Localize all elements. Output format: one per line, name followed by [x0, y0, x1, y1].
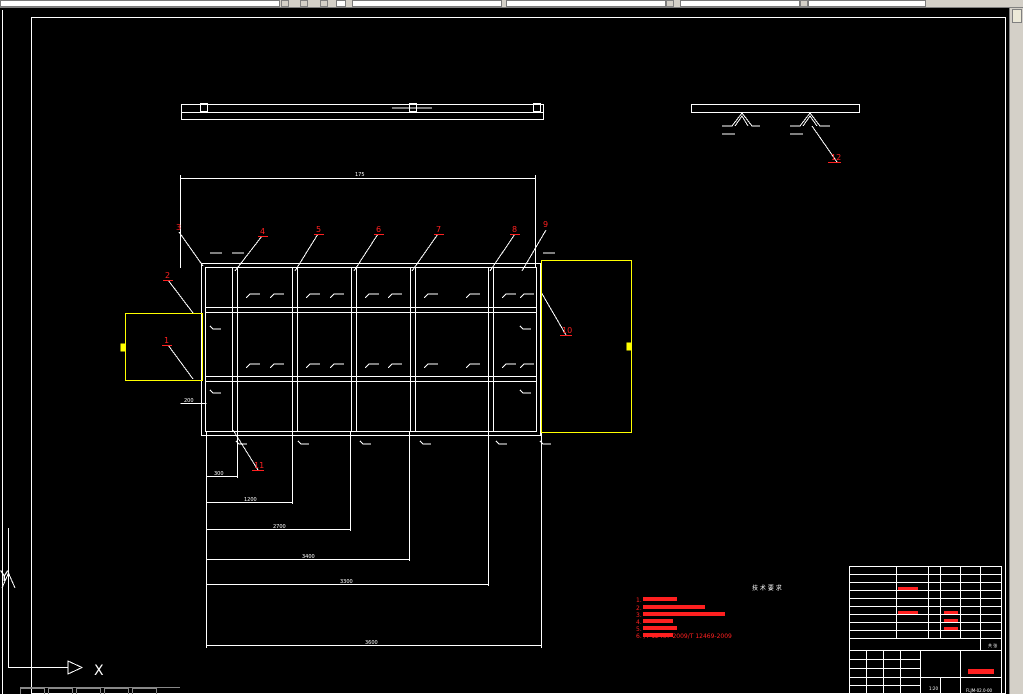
dim-d4: 3400: [302, 554, 315, 560]
note-5: 5.: [636, 626, 642, 633]
note-4: 4.: [636, 619, 642, 626]
ucs-icon: [1, 528, 84, 675]
callout-7: 7: [436, 225, 441, 234]
title-block: [849, 566, 1002, 694]
dim-left-offset: 200: [184, 398, 194, 404]
dim-d5: 3300: [340, 579, 353, 585]
callout-6: 6: [376, 225, 381, 234]
dim-d3: 2700: [273, 524, 286, 530]
callout-12: 12: [831, 153, 841, 162]
note-2: 2.: [636, 605, 642, 612]
note-6: 6. /T 12467-2009/T 12469-2009: [636, 633, 732, 640]
callout-4: 4: [260, 227, 265, 236]
drawing-number: FLJM-02.0-00: [966, 688, 992, 693]
highlight-outlines: [120, 260, 632, 433]
callout-2: 2: [165, 271, 170, 280]
dim-d6: 3600: [365, 640, 378, 646]
note-3: 3.: [636, 612, 642, 619]
layer-dropdown-arrow-icon[interactable]: [281, 0, 289, 7]
vertical-scrollbar[interactable]: [1009, 8, 1023, 694]
linetype-dropdown-arrow-icon[interactable]: [666, 0, 674, 7]
dim-d2: 1200: [244, 497, 257, 503]
layer-dropdown[interactable]: [0, 0, 280, 7]
toolbar-field-1[interactable]: [336, 0, 346, 7]
top-elevation-view: [181, 103, 544, 120]
drawing-border: [31, 17, 1006, 694]
scrollbar-thumb[interactable]: [1012, 9, 1022, 23]
lineweight-dropdown-arrow-icon[interactable]: [800, 0, 808, 7]
toolbar-button-2[interactable]: [320, 0, 328, 7]
lineweight-dropdown[interactable]: [680, 0, 800, 7]
main-plan-view: [201, 252, 555, 445]
callout-1: 1: [164, 336, 169, 345]
drawing-canvas[interactable]: 1 2 3 4 5 6 7 8 9 10 11 12 175: [0, 8, 1009, 694]
callout-5: 5: [316, 225, 321, 234]
ucs-y-label: Y: [0, 569, 9, 585]
callout-9: 9: [543, 220, 548, 229]
callout-10: 10: [562, 326, 572, 335]
leader-lines: [167, 125, 838, 471]
scale-value: 1:20: [929, 686, 938, 691]
sheet-count: 共 张: [988, 642, 997, 648]
callout-8: 8: [512, 225, 517, 234]
note-1: 1.: [636, 597, 642, 604]
ucs-x-label: X: [94, 663, 104, 679]
notes-heading: 技 术 要 求: [752, 584, 782, 592]
toolbar-button-1[interactable]: [300, 0, 308, 7]
top-toolbar: [0, 0, 1023, 8]
plotstyle-dropdown[interactable]: [808, 0, 926, 7]
dim-overall-top: 175: [355, 172, 365, 178]
dimension-top: [180, 175, 536, 268]
bottom-dimensions: [180, 403, 542, 648]
linetype-dropdown[interactable]: [506, 0, 666, 7]
color-dropdown[interactable]: [352, 0, 502, 7]
callout-11: 11: [254, 461, 264, 470]
dim-d1: 300: [214, 471, 224, 477]
side-detail-view: [691, 104, 860, 135]
layout-tabs-strip[interactable]: [20, 687, 180, 694]
callout-3: 3: [176, 223, 181, 232]
